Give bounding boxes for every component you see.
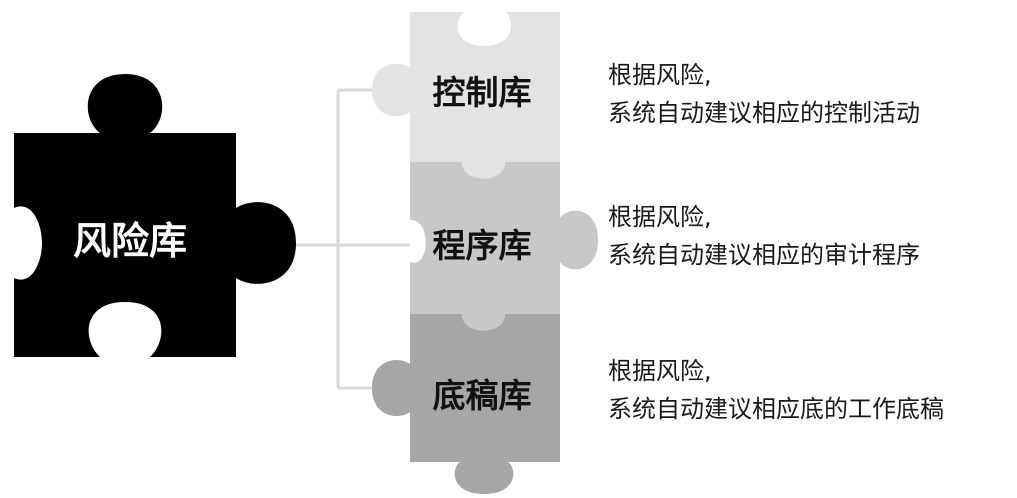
- description-control: 根据风险, 系统自动建议相应的控制活动: [608, 56, 920, 132]
- risk-piece: [14, 74, 296, 357]
- risk-piece-label: 风险库: [73, 219, 187, 263]
- description-procedure: 根据风险, 系统自动建议相应的审计程序: [608, 198, 920, 274]
- description-procedure-line1: 根据风险,: [608, 203, 712, 231]
- library-label-workpaper: 底稿库: [433, 376, 532, 415]
- library-piece-procedure: [410, 162, 598, 331]
- description-control-line2: 系统自动建议相应的控制活动: [608, 99, 920, 127]
- description-procedure-line2: 系统自动建议相应的审计程序: [608, 241, 920, 269]
- description-workpaper-line2: 系统自动建议相应底的工作底稿: [608, 395, 944, 423]
- description-control-line1: 根据风险,: [608, 61, 712, 89]
- description-workpaper-line1: 根据风险,: [608, 357, 712, 385]
- description-workpaper: 根据风险, 系统自动建议相应底的工作底稿: [608, 352, 944, 428]
- library-piece-workpaper: [372, 314, 560, 494]
- connector-bracket: [296, 88, 410, 390]
- library-label-control: 控制库: [433, 73, 532, 112]
- library-label-procedure: 程序库: [433, 226, 532, 265]
- library-piece-control: [372, 12, 560, 179]
